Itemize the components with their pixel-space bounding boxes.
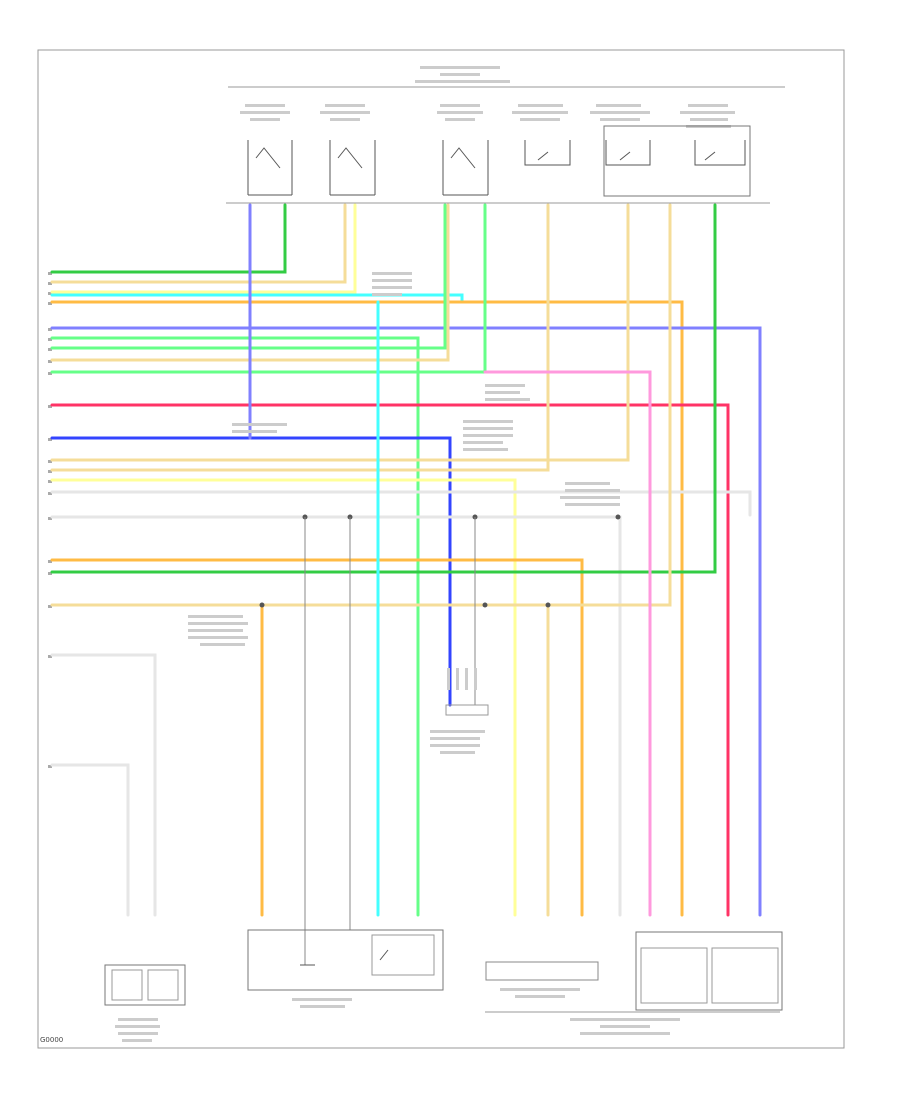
wire-w17-white (50, 515, 622, 917)
bottom-right-component-a (485, 961, 599, 981)
diagram-frame (37, 49, 845, 1049)
annotation-blocks (188, 272, 620, 754)
wire-w14-tan (50, 203, 550, 472)
wire-w25-pink (483, 370, 652, 917)
wire-w02-tan (50, 203, 347, 284)
wire-w09-tan (50, 203, 450, 362)
bottom-center-component (247, 929, 444, 991)
wire-w26-white (50, 653, 157, 917)
splice-dot (615, 514, 621, 520)
wire-w01-dk-green (50, 203, 287, 274)
wire-w19-dk-green (50, 203, 717, 574)
splice-dot (482, 602, 488, 608)
splice-dot (545, 602, 551, 608)
splice-dot (259, 602, 265, 608)
left-terminal-ticks (48, 272, 52, 768)
left-bottom-component (104, 964, 186, 1006)
center-connector (445, 668, 489, 716)
wire-w18-orange (50, 558, 584, 917)
top-component-switches (226, 104, 770, 204)
figure-code: G0000 (40, 1036, 63, 1044)
wire-w06-dk-blue (50, 326, 762, 917)
wire-w12-blue (50, 436, 452, 707)
wire-w27-white (50, 763, 130, 917)
wire-w15-yellow (50, 478, 517, 917)
wire-w03-yellow (50, 203, 357, 294)
header-title-block (228, 66, 785, 88)
wire-w11-red (50, 403, 730, 917)
wire-w13-tan (50, 203, 630, 462)
wire-w20-tan (50, 203, 672, 607)
wire-harness (50, 203, 762, 965)
wire-w04-lt-blue (50, 293, 464, 304)
wire-w08-lt-green (50, 203, 447, 350)
bottom-right-component-b (635, 931, 783, 1011)
bottom-components (104, 929, 783, 1042)
wire-w16-white (50, 490, 752, 517)
wire-w05-orange (50, 300, 684, 917)
wire-w07-lt-green (50, 336, 420, 917)
